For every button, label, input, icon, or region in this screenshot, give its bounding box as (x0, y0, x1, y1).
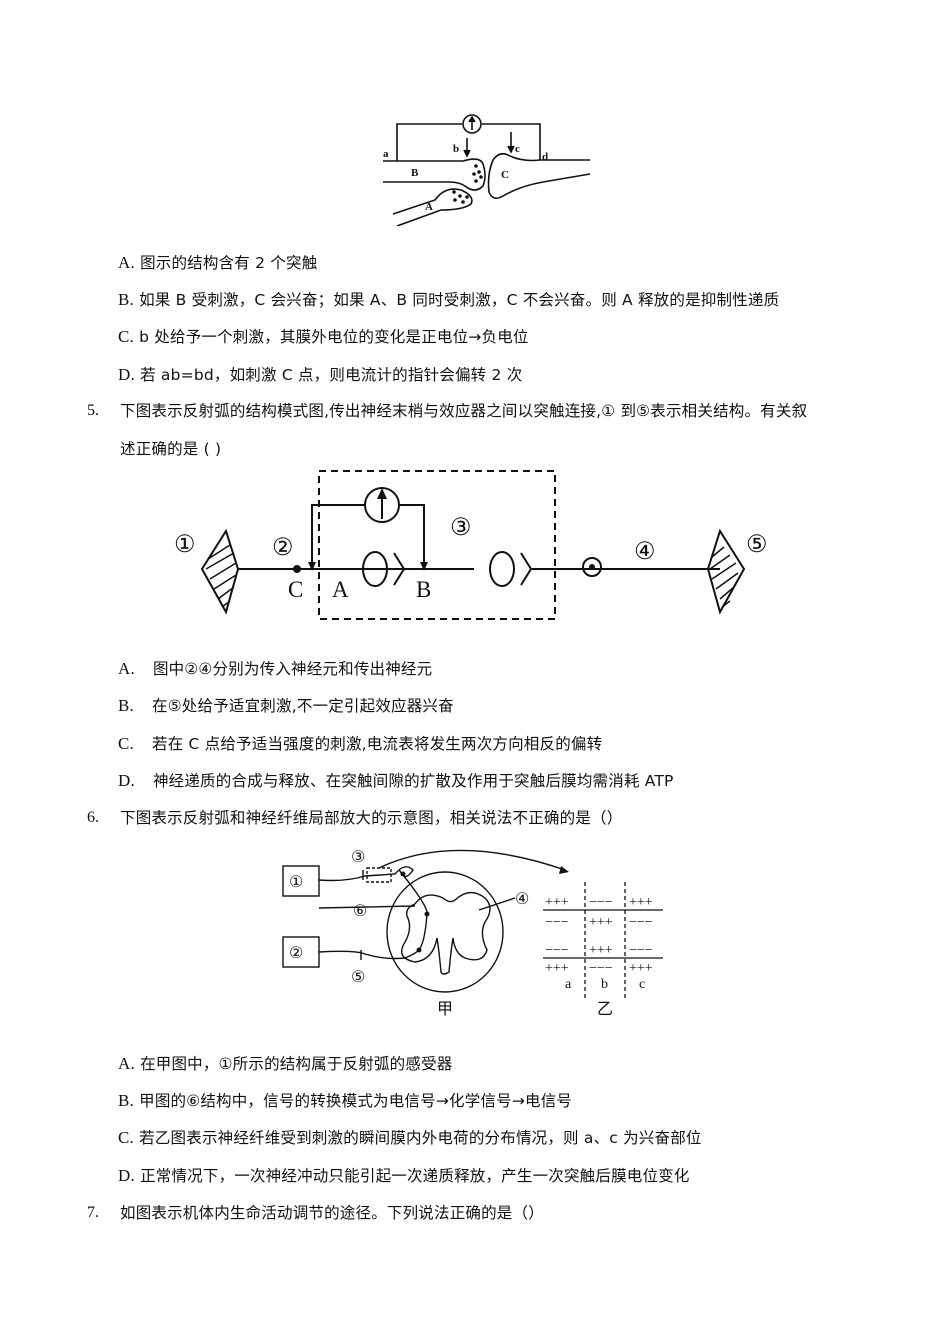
q6-option-d: D. 正常情况下，一次神经冲动只能引起一次递质释放，产生一次突触后膜电位变化 (118, 1166, 690, 1185)
svg-text:+++: +++ (545, 961, 569, 976)
label-1: ① (174, 532, 196, 558)
q6-option-c: C. 若乙图表示神经纤维受到刺激的瞬间膜内外电荷的分布情况，则 a、c 为兴奋部… (118, 1128, 702, 1147)
q5-reflex-arc-figure: ① ② ③ ④ ⑤ C A B (172, 467, 782, 626)
label-a: a (383, 148, 389, 160)
q5-option-b: B.在⑤处给予适宜刺激,不一定引起效应器兴奋 (118, 696, 454, 715)
label-3: ③ (351, 849, 365, 866)
label-5: ⑤ (746, 532, 768, 558)
col-b: b (601, 977, 608, 992)
label-5: ⑤ (351, 969, 365, 986)
q5-option-a: A.图中②④分别为传入神经元和传出神经元 (118, 659, 433, 678)
q6-number: 6. (87, 809, 99, 826)
svg-text:−−−: −−− (589, 895, 613, 910)
spinal-reflex-diagram: ① ② ③ ④ ⑤ ⑥ 甲 乙 +++ −−− +++ −−− +++ −−− … (282, 849, 663, 1018)
q4-option-d: D. 若 ab=bd，如刺激 C 点，则电流计的指针会偏转 2 次 (118, 365, 523, 384)
label-A: A (332, 577, 349, 602)
label-C: C (288, 577, 303, 602)
svg-text:+++: +++ (629, 895, 653, 910)
svg-text:−−−: −−− (629, 915, 653, 930)
label-4: ④ (634, 539, 656, 565)
label-3: ③ (450, 515, 472, 541)
svg-text:−−−: −−− (589, 961, 613, 976)
q5-option-d: D.神经递质的合成与释放、在突触间隙的扩散及作用于突触后膜均需消耗 ATP (118, 771, 674, 790)
caption-jia: 甲 (437, 1001, 453, 1018)
reflex-arc-diagram: ① ② ③ ④ ⑤ C A B (174, 470, 768, 620)
label-B: B (411, 167, 419, 179)
q7-stem: 如图表示机体内生命活动调节的途径。下列说法正确的是（） (120, 1204, 544, 1222)
label-c: c (515, 143, 520, 155)
col-c: c (639, 977, 645, 992)
label-6: ⑥ (353, 903, 367, 920)
q5-stem-line1: 下图表示反射弧的结构模式图,传出神经末梢与效应器之间以突触连接,① 到⑤表示相关… (120, 402, 808, 420)
label-2: ② (272, 535, 294, 561)
svg-text:+++: +++ (589, 915, 613, 930)
col-a: a (565, 977, 572, 992)
label-A: A (425, 201, 433, 213)
label-b: b (453, 143, 459, 155)
svg-text:−−−: −−− (629, 943, 653, 958)
svg-text:−−−: −−− (545, 915, 569, 930)
q6-option-b: B. 甲图的⑥结构中，信号的转换模式为电信号→化学信号→电信号 (118, 1091, 573, 1110)
label-B: B (416, 577, 431, 602)
q5-number: 5. (87, 402, 99, 419)
q4-option-a: A. 图示的结构含有 2 个突触 (118, 253, 318, 272)
svg-text:+++: +++ (629, 961, 653, 976)
q6-figure: ① ② ③ ④ ⑤ ⑥ 甲 乙 +++ −−− +++ −−− +++ −−− … (275, 842, 675, 1026)
q5-option-c: C.若在 C 点给予适当强度的刺激,电流表将发生两次方向相反的偏转 (118, 734, 603, 753)
synapse-diagram: a b c d A B C (383, 114, 591, 227)
q6-stem: 下图表示反射弧和神经纤维局部放大的示意图，相关说法不正确的是（） (120, 809, 623, 827)
label-1: ① (289, 874, 303, 891)
label-d: d (542, 151, 548, 163)
q5-stem-line2: 述正确的是 ( ) (120, 440, 222, 458)
label-4: ④ (515, 891, 529, 908)
q4-option-c: C. b 处给予一个刺激，其膜外电位的变化是正电位→负电位 (118, 327, 529, 346)
label-C: C (501, 169, 509, 181)
q4-option-b: B. 如果 B 受刺激，C 会兴奋；如果 A、B 同时受刺激，C 不会兴奋。则 … (118, 290, 780, 309)
q6-option-a: A. 在甲图中，①所示的结构属于反射弧的感受器 (118, 1054, 453, 1073)
q4-synapse-figure: a b c d A B C (375, 114, 595, 230)
svg-text:−−−: −−− (545, 943, 569, 958)
svg-text:+++: +++ (545, 895, 569, 910)
q7-number: 7. (87, 1204, 99, 1221)
caption-yi: 乙 (597, 1001, 613, 1018)
svg-text:+++: +++ (589, 943, 613, 958)
label-2: ② (289, 945, 303, 962)
